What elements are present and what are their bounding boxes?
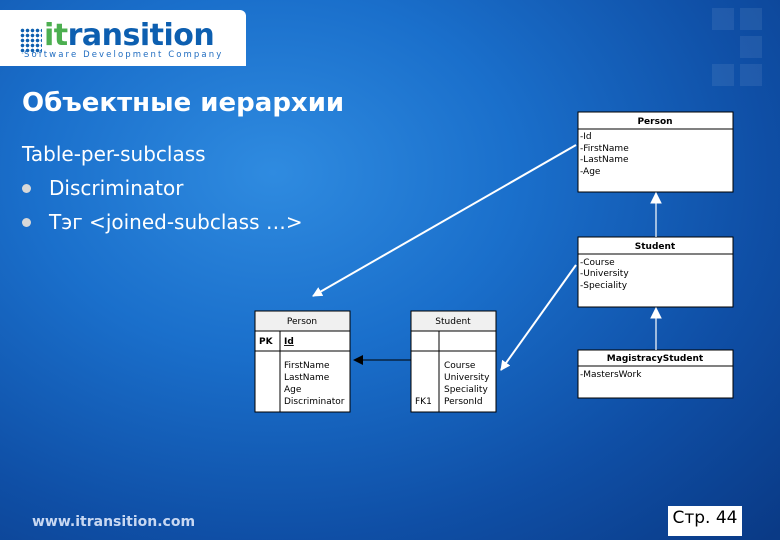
db-table-student: Student Course University Speciality Per… [410, 310, 497, 413]
uml-class-person: Person -Id -FirstName -LastName -Age [577, 111, 734, 193]
mapping-arrow [312, 144, 577, 297]
uml-attribute: -Age [580, 167, 601, 177]
db-table-person: Person PK Id FirstName LastName Age Disc… [254, 310, 351, 413]
inheritance-arrow [650, 191, 662, 237]
db-field: Course [444, 361, 476, 371]
db-field: University [444, 373, 490, 383]
logo-wordmark: itransition [44, 18, 215, 53]
pk-field: Id [284, 337, 294, 347]
bullet-dot-icon [22, 218, 31, 227]
uml-class-name: Person [637, 117, 672, 127]
slide-title: Объектные иерархии [22, 88, 345, 118]
uml-attribute: -Speciality [580, 281, 628, 291]
db-field: Speciality [444, 385, 488, 395]
uml-class-magistracy-student: MagistracyStudent -MastersWork [577, 349, 734, 399]
slide-subtitle: Table-per-subclass [22, 142, 206, 166]
fk-label: FK1 [415, 397, 432, 407]
db-table-name: Student [435, 317, 471, 327]
page-number: Стр. 44 [668, 506, 742, 536]
db-field: Discriminator [284, 397, 345, 407]
uml-attribute: -Id [580, 132, 592, 142]
inheritance-arrow [650, 306, 662, 350]
company-logo: itransition Software Development Company [0, 10, 246, 66]
uml-attribute: -FirstName [580, 144, 629, 154]
uml-attribute: -MastersWork [580, 370, 642, 380]
uml-attribute: -Course [580, 258, 615, 268]
uml-class-name: Student [635, 242, 676, 252]
decorative-squares [700, 0, 780, 110]
pk-label: PK [259, 337, 274, 347]
db-table-name: Person [287, 317, 317, 327]
logo-tagline: Software Development Company [24, 50, 224, 60]
mapping-arrow [500, 264, 577, 371]
bullet-dot-icon [22, 184, 31, 193]
db-field: FirstName [284, 361, 330, 371]
bullet-item: Discriminator [22, 176, 183, 200]
bullet-item: Тэг <joined-subclass …> [22, 210, 303, 234]
uml-attribute: -University [580, 269, 629, 279]
db-field: Age [284, 385, 302, 395]
uml-attribute: -LastName [580, 155, 629, 165]
logo-dots-icon [20, 28, 42, 54]
db-field: PersonId [444, 397, 483, 407]
uml-class-student: Student -Course -University -Speciality [577, 236, 734, 308]
uml-class-name: MagistracyStudent [607, 354, 704, 364]
db-field: LastName [284, 373, 330, 383]
footer-url: www.itransition.com [32, 514, 196, 530]
